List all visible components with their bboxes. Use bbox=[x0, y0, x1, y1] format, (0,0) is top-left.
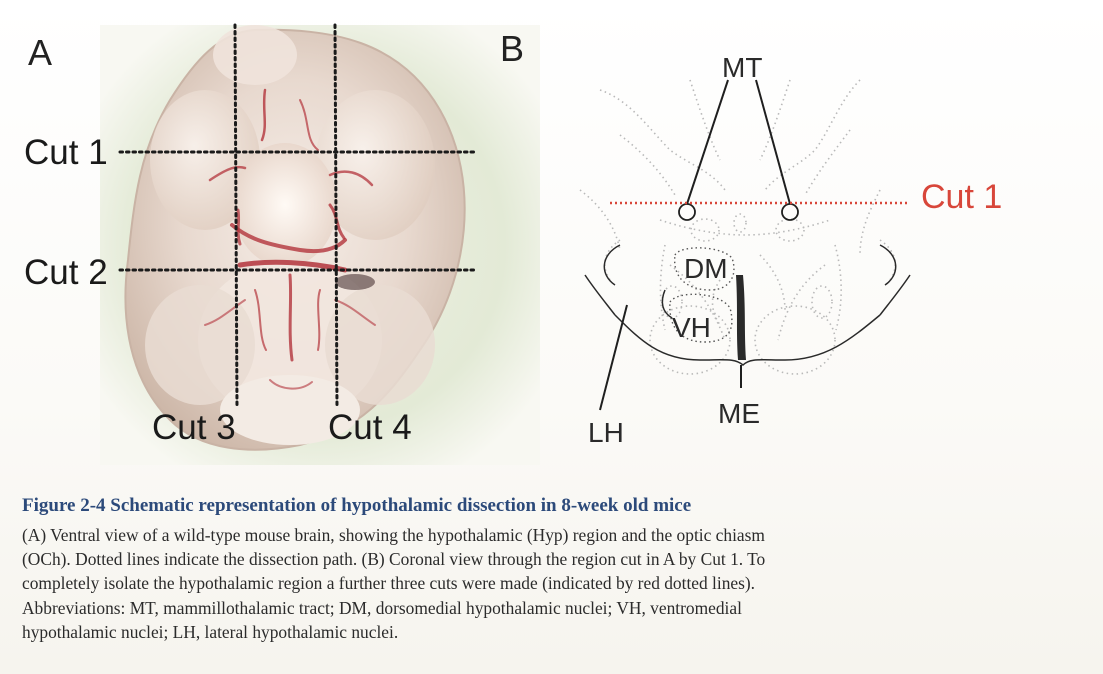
lh-label: LH bbox=[588, 417, 624, 449]
panel-b-letter: B bbox=[500, 28, 524, 70]
me-label: ME bbox=[718, 398, 760, 430]
caption-line: completely isolate the hypothalamic regi… bbox=[22, 571, 1082, 595]
vh-label: VH bbox=[672, 312, 711, 344]
cut1-label: Cut 1 bbox=[24, 133, 108, 173]
caption-line: Abbreviations: MT, mammillothalamic trac… bbox=[22, 596, 1082, 620]
caption-line: (OCh). Dotted lines indicate the dissect… bbox=[22, 547, 1082, 571]
caption-title: Figure 2-4 Schematic representation of h… bbox=[22, 495, 1082, 517]
mt-pointers bbox=[687, 80, 790, 204]
cut3-label: Cut 3 bbox=[152, 408, 236, 448]
caption-line: hypothalamic nuclei; LH, lateral hypotha… bbox=[22, 620, 1082, 644]
coronal-diagram bbox=[560, 40, 1030, 460]
mt-label: MT bbox=[722, 52, 762, 84]
figure-caption: Figure 2-4 Schematic representation of h… bbox=[22, 495, 1082, 644]
lh-pointer bbox=[600, 305, 627, 410]
caption-line: (A) Ventral view of a wild-type mouse br… bbox=[22, 523, 1082, 547]
olfactory-bulb bbox=[213, 25, 297, 85]
panel-a-letter: A bbox=[28, 32, 52, 74]
cut1-red-label: Cut 1 bbox=[921, 178, 1002, 217]
dm-label: DM bbox=[684, 253, 728, 285]
cut2-label: Cut 2 bbox=[24, 253, 108, 293]
cut4-label: Cut 4 bbox=[328, 408, 412, 448]
brain-photo bbox=[0, 0, 560, 480]
hypothalamus-outline bbox=[585, 245, 910, 365]
third-ventricle bbox=[736, 275, 746, 360]
shadow-spot bbox=[335, 274, 375, 290]
mt-circles bbox=[679, 204, 798, 220]
